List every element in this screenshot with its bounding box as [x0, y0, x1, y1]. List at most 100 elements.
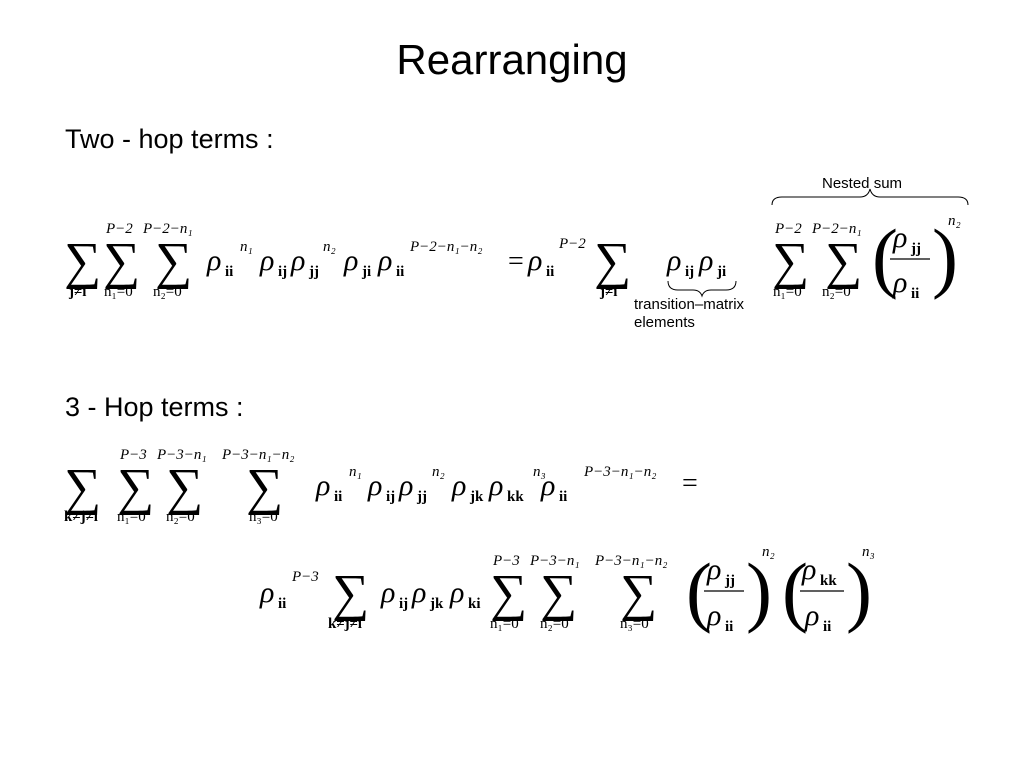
- sum-upper-limit: P−3−n₁: [156, 447, 207, 463]
- subscript: jj: [416, 489, 427, 505]
- rho-symbol: ρ: [398, 469, 413, 502]
- subscript: ij: [278, 264, 287, 280]
- subscript: ii: [334, 489, 342, 505]
- sum-upper-limit: P−3: [492, 553, 520, 569]
- rho-symbol: ρ: [801, 553, 816, 586]
- rho-symbol: ρ: [259, 576, 274, 609]
- exponent: n₂: [432, 464, 445, 480]
- subscript: kk: [820, 573, 837, 589]
- exponent: n₃: [533, 464, 546, 480]
- sum-lower-limit: j≠i: [68, 284, 86, 300]
- rho-symbol: ρ: [449, 576, 464, 609]
- sum-lower-limit: n₁=0: [117, 509, 146, 525]
- sum-lower-limit: n₂=0: [822, 284, 851, 300]
- sum-lower-limit: n₁=0: [490, 616, 519, 632]
- subscript: jk: [429, 596, 444, 612]
- rho-symbol: ρ: [706, 599, 721, 632]
- nested-sum-label: Nested sum: [822, 175, 903, 192]
- rho-symbol: ρ: [380, 576, 395, 609]
- sum-symbol: ∑: [246, 459, 283, 516]
- transition-label-line2: elements: [634, 314, 695, 331]
- three-hop-line1: ∑ k≠j≠i ∑ P−3 n₁=0 ∑ P−3−n₁ n₂=0 ∑ P−3−n…: [64, 447, 698, 525]
- rho-symbol: ρ: [377, 244, 392, 277]
- underbrace: [667, 280, 737, 298]
- sum-lower-limit: n₃=0: [249, 509, 278, 525]
- rho-symbol: ρ: [666, 244, 681, 277]
- sum-upper-limit: P−3−n₁−n₂: [221, 447, 294, 463]
- subscript: jj: [308, 264, 319, 280]
- equals-sign: =: [682, 468, 698, 499]
- exponent: P−2: [558, 236, 586, 252]
- subscript: ii: [225, 264, 233, 280]
- sum-symbol: ∑: [540, 565, 577, 622]
- right-paren: ): [746, 547, 772, 634]
- subscript: ij: [386, 489, 395, 505]
- sum-symbol: ∑: [620, 565, 657, 622]
- sum-symbol: ∑: [103, 233, 140, 290]
- rho-symbol: ρ: [411, 576, 426, 609]
- exponent: P−2−n₁−n₂: [409, 239, 482, 255]
- sum-symbol: ∑: [155, 233, 192, 290]
- sum-symbol: ∑: [117, 459, 154, 516]
- subscript: ii: [823, 619, 831, 635]
- subscript: ji: [716, 264, 726, 280]
- three-hop-line2: ρ ii P−3 ∑ k≠j≠i ρ ij ρ jk ρ ki ∑ P−3 n₁…: [259, 544, 875, 635]
- sum-lower-limit: n₂=0: [153, 284, 182, 300]
- subscript: ii: [911, 286, 919, 302]
- subscript: ii: [546, 264, 554, 280]
- subscript: ii: [559, 489, 567, 505]
- equals-sign: =: [508, 246, 524, 277]
- subscript: ii: [396, 264, 404, 280]
- sum-symbol: ∑: [166, 459, 203, 516]
- exponent: n₂: [948, 213, 961, 229]
- slide-title: Rearranging: [396, 36, 628, 83]
- sum-symbol: ∑: [825, 233, 862, 290]
- sum-symbol: ∑: [332, 565, 369, 622]
- rho-symbol: ρ: [527, 244, 542, 277]
- exponent: n₁: [240, 239, 253, 255]
- rho-symbol: ρ: [290, 244, 305, 277]
- subscript: jj: [724, 573, 735, 589]
- rho-symbol: ρ: [259, 244, 274, 277]
- subscript: ij: [685, 264, 694, 280]
- subscript: kk: [507, 489, 524, 505]
- sum-lower-limit: n₂=0: [166, 509, 195, 525]
- sum-upper-limit: P−3−n₁: [529, 553, 580, 569]
- sum-lower-limit: k≠j≠i: [328, 616, 362, 632]
- sum-upper-limit: P−3: [119, 447, 147, 463]
- exponent: n₃: [862, 544, 875, 560]
- sum-upper-limit: P−2−n₁: [811, 221, 862, 237]
- rho-symbol: ρ: [706, 553, 721, 586]
- sum-upper-limit: P−2−n₁: [142, 221, 193, 237]
- sum-lower-limit: j≠i: [599, 284, 617, 300]
- subscript: ji: [361, 264, 371, 280]
- sum-lower-limit: n₁=0: [104, 284, 133, 300]
- exponent: n₂: [762, 544, 775, 560]
- right-paren: ): [932, 213, 958, 300]
- subscript: jk: [469, 489, 484, 505]
- rho-symbol: ρ: [540, 469, 555, 502]
- subscript: jj: [910, 241, 921, 257]
- three-hop-heading: 3 - Hop terms :: [65, 392, 244, 422]
- subscript: ij: [399, 596, 408, 612]
- rho-symbol: ρ: [343, 244, 358, 277]
- sum-symbol: ∑: [64, 459, 101, 516]
- left-paren: (: [872, 213, 898, 300]
- overbrace: [771, 188, 969, 206]
- sum-upper-limit: P−2: [774, 221, 802, 237]
- sum-symbol: ∑: [772, 233, 809, 290]
- subscript: ki: [468, 596, 481, 612]
- rho-symbol: ρ: [315, 469, 330, 502]
- rho-symbol: ρ: [698, 244, 713, 277]
- sum-symbol: ∑: [64, 233, 101, 290]
- two-hop-lhs: ∑ j≠i ∑ P−2 n₁=0 ∑ P−2−n₁ n₂=0 ρ ii n₁ ρ…: [64, 221, 482, 300]
- rho-symbol: ρ: [451, 469, 466, 502]
- sum-symbol: ∑: [594, 233, 631, 290]
- rho-symbol: ρ: [892, 221, 907, 254]
- rho-symbol: ρ: [488, 469, 503, 502]
- sum-lower-limit: n₂=0: [540, 616, 569, 632]
- exponent: P−3−n₁−n₂: [583, 464, 656, 480]
- subscript: ii: [278, 596, 286, 612]
- sum-lower-limit: n₁=0: [773, 284, 802, 300]
